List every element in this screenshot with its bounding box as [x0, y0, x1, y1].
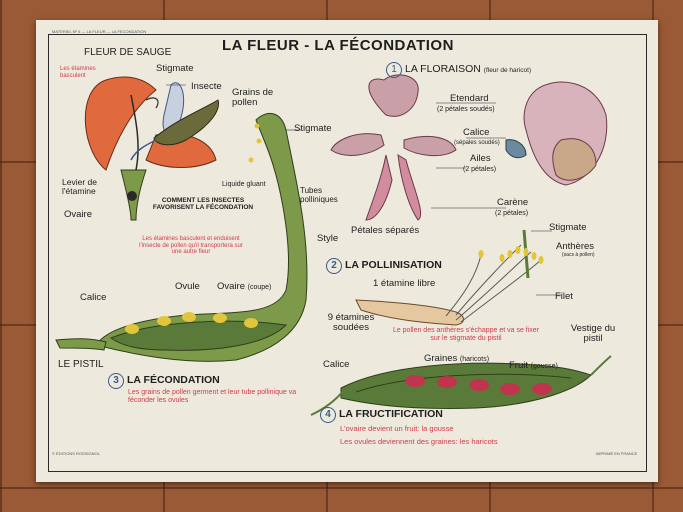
floraison-carene-sub: (2 pétales) — [495, 210, 529, 217]
pollinisation-red-text: Le pollen des anthères s'échappe et va s… — [392, 327, 540, 342]
floraison-calice: Calice — [463, 127, 490, 138]
sauge-ovaire: Ovaire — [64, 209, 92, 220]
section-number-3: 3 — [108, 373, 124, 389]
sauge-levier: Levier de l'étamine — [62, 177, 97, 197]
sauge-insecte: Insecte — [191, 81, 222, 92]
footer-right: IMPRIMÉ EN FRANCE — [596, 451, 638, 456]
pollinisation-antheres: Anthères — [556, 241, 595, 252]
floraison-etendard: Etendard — [450, 93, 489, 104]
pollinisation-stigmate: Stigmate — [549, 222, 587, 233]
le-pistil-label: LE PISTIL — [58, 359, 104, 370]
page-title: LA FLEUR - LA FÉCONDATION — [222, 37, 454, 54]
poster: MATERIEL Nº 5 — LA FLEUR — LA FECONDATIO… — [36, 20, 658, 482]
whole-flower-illustration — [505, 81, 608, 186]
header-small-left: MATERIEL Nº 5 — LA FLEUR — LA FECONDATIO… — [52, 29, 147, 34]
floraison-ailes: Ailes — [470, 153, 491, 164]
sauge-insectes-caption: COMMENT LES INSECTES FAVORISENT LA FÉCON… — [152, 197, 254, 212]
pistil-ovaire: Ovaire (coupe) — [217, 281, 272, 292]
poster-frame — [48, 34, 647, 472]
pollinisation-etamine-libre: 1 étamine libre — [373, 278, 436, 289]
illustrations — [55, 74, 612, 416]
pollinisation-filet: Filet — [555, 291, 573, 302]
fructification-red-line2: Les ovules deviennent des graines: les h… — [340, 437, 498, 446]
pollinisation-etamines-soudees: 9 étamines soudées — [327, 312, 375, 334]
section-number-2: 2 — [326, 258, 342, 274]
fructification-vestige: Vestige du pistil — [570, 323, 616, 345]
sauge-etamines-basculent: Les étamines basculent — [60, 66, 96, 79]
pistil-grains-pollen: Grains de pollen — [232, 87, 274, 109]
stamens-illustration — [355, 229, 544, 326]
floraison-petales-separes: Pétales séparés — [351, 225, 420, 236]
sauge-stigmate: Stigmate — [156, 63, 194, 74]
pistil-stigmate: Stigmate — [294, 123, 332, 134]
fecondation-red-text: Les grains de pollen germent et leur tub… — [128, 389, 297, 404]
pistil-illustration — [55, 112, 308, 362]
fructification-red-line1: L'ovaire devient un fruit: la gousse — [340, 424, 454, 433]
floraison-etendard-sub: (2 pétales soudés) — [437, 106, 495, 113]
pistil-tubes: Tubes polliniques — [300, 186, 338, 204]
pollinisation-antheres-sub: (sacs à pollen) — [562, 252, 595, 258]
section-number-4: 4 — [320, 407, 336, 423]
floraison-calice-sub: (sépales soudés) — [454, 140, 500, 146]
pistil-ovule: Ovule — [175, 281, 200, 292]
sauge-red-caption: Les étamines basculent et enduisent l'in… — [139, 236, 243, 256]
fructification-calice: Calice — [323, 359, 350, 370]
floraison-carene: Carène — [497, 197, 529, 208]
pistil-style: Style — [317, 233, 339, 244]
separated-petals-illustration — [330, 74, 457, 221]
sauge-flower-illustration — [84, 76, 220, 221]
fructification-graines: Graines (haricots) — [424, 353, 490, 364]
leader-lines — [166, 84, 561, 296]
floraison-ailes-sub: (2 pétales) — [463, 166, 497, 173]
fructification-fruit: Fruit (gousse) — [509, 360, 558, 371]
section-number-1: 1 — [386, 62, 402, 78]
footer-left: © ÉDITIONS ROSSIGNOL — [52, 451, 100, 456]
pistil-liquide: Liquide gluant — [222, 181, 266, 188]
bean-pod-illustration — [310, 355, 612, 416]
pistil-calice: Calice — [80, 292, 107, 303]
sauge-title: FLEUR DE SAUGE — [84, 47, 172, 58]
